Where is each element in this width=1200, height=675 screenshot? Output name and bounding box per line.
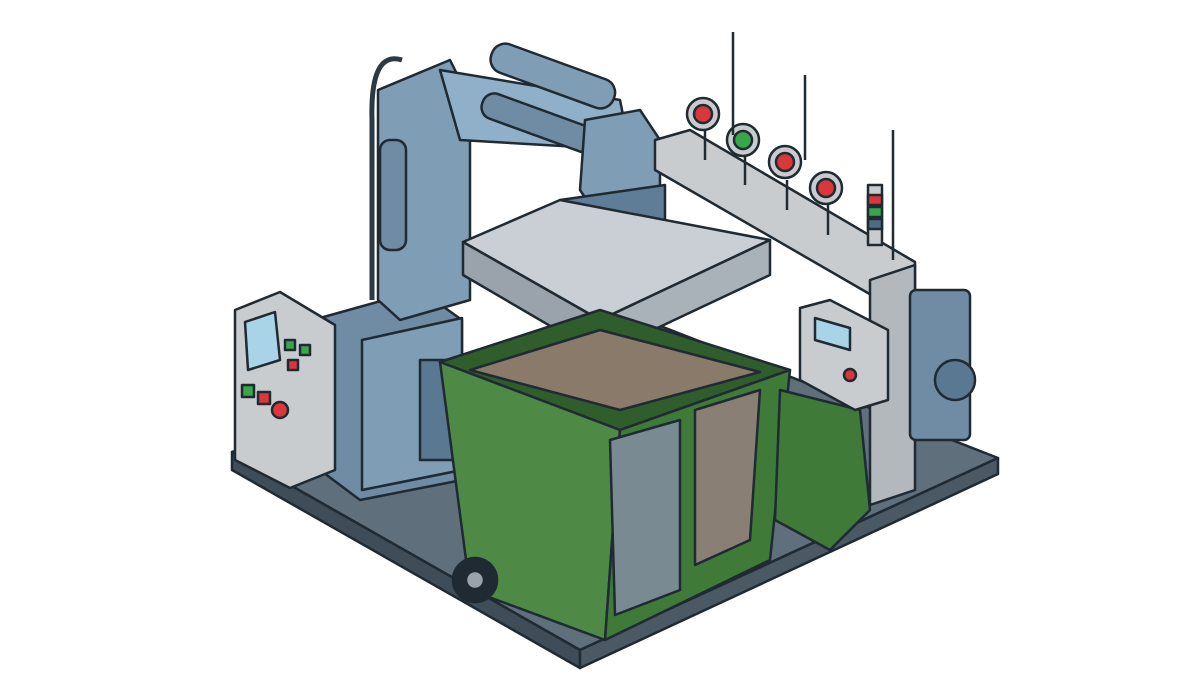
signal-lamps <box>685 32 895 260</box>
control-panel-right <box>798 298 890 412</box>
control-panel-left <box>233 290 337 490</box>
signal-lamp-icon <box>685 96 721 160</box>
gantry-frame <box>653 128 977 507</box>
signal-lamp-icon <box>808 170 844 235</box>
signal-lamp-icon <box>725 122 761 185</box>
tower-light-icon <box>866 183 884 247</box>
green-bin <box>438 308 872 642</box>
signal-lamp-icon <box>767 144 803 210</box>
